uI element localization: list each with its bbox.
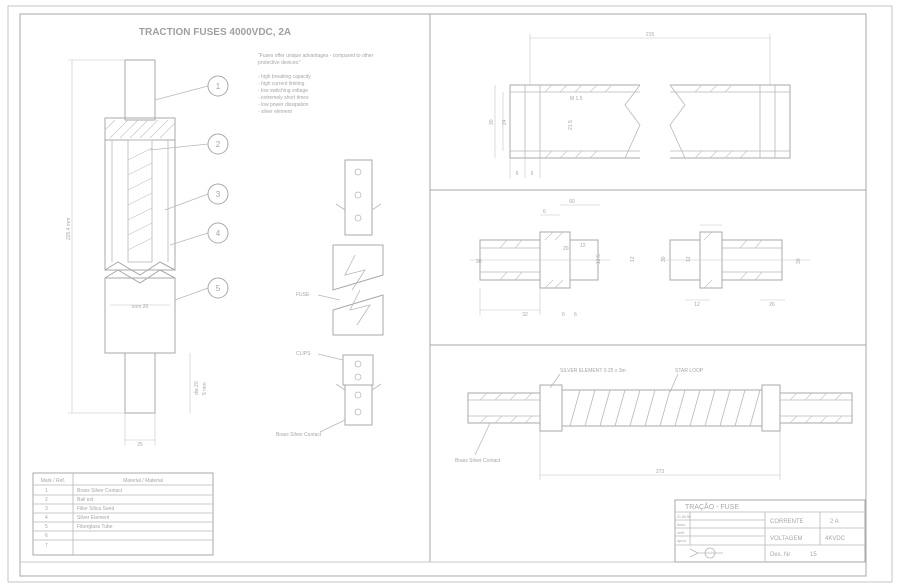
advantage-6: - silver element <box>258 109 293 115</box>
rod-dia-label: 25 <box>137 442 143 448</box>
table-row-4-mark: 4 <box>45 515 48 521</box>
height-label: 225.4 mm <box>66 218 72 240</box>
table-row-1-mark: 1 <box>45 488 48 494</box>
drawing-title: TRACTION FUSES 4000VDC, 2A <box>139 27 291 38</box>
table-row-3-mark: 3 <box>45 506 48 512</box>
contact-dim-c: 20 <box>563 246 569 252</box>
title-block-name: TRAÇÃO - FUSE <box>685 502 739 511</box>
exploded-view: FUSE CLIPS Brass Silver Contact <box>276 159 384 438</box>
callout-2: 2 <box>149 133 229 155</box>
table-header-material: Material / Material <box>123 478 163 484</box>
advantage-3: - low switching voltage <box>258 88 308 94</box>
svg-text:3: 3 <box>216 190 221 199</box>
contact-dim-l: 12 <box>686 256 692 262</box>
cap-dim-2: 5 mm <box>202 383 208 396</box>
table-row-3-material: Filler Silica Sand <box>77 506 114 512</box>
material-table: Mark / Ref. Material / Material 1 Brass … <box>32 472 214 556</box>
contact-dim-m: 30 <box>796 258 802 264</box>
contact-dim-d: 12 <box>580 243 586 249</box>
outer-border <box>7 5 893 583</box>
table-row-5-mark: 5 <box>45 524 48 530</box>
tb-field-3-value: 15 <box>810 552 817 558</box>
tube-wall: 21.5 <box>568 120 574 130</box>
tb-field-2-value: 4KVDC <box>825 536 846 542</box>
fuse-section-view: nom 20 25 225.4 mm dia 20 5 mm 1 2 <box>66 59 229 448</box>
contact-dim-k: 30 <box>661 256 667 262</box>
tb-field-2-label: VOLTAGEM <box>770 536 802 542</box>
contact-detail-view: 60 6 20 12 30 12.5 32 6 6 12 30 12 30 12… <box>470 199 810 318</box>
clips-label: CLIPS <box>296 351 311 357</box>
table-row-2-material: Bail ext <box>77 497 94 503</box>
table-row-5-material: Fiberglass Tube <box>77 524 113 530</box>
tube-thread: M 1.5 <box>570 96 583 102</box>
advantages-text: "Fuses offer unique advantages - compare… <box>258 53 374 115</box>
contact-label: Brass Silver Contact <box>276 432 322 438</box>
table-row-6-mark: 6 <box>45 533 48 539</box>
table-row-2-mark: 2 <box>45 497 48 503</box>
contact-dim-o: 26 <box>769 302 775 308</box>
assembly-length: 273 <box>656 469 665 475</box>
title-block: TRAÇÃO - FUSE 01.06.96 Autor Verif. Apro… <box>674 499 866 563</box>
intro-line-1: "Fuses offer unique advantages - compare… <box>258 53 374 59</box>
advantage-5: - low power dissipation <box>258 102 309 108</box>
callout-5: 5 <box>174 277 229 301</box>
svg-text:2: 2 <box>216 140 221 149</box>
callout-1: 1 <box>154 75 229 101</box>
intro-line-2: protective devices:" <box>258 60 301 66</box>
contact-dim-e: 30 <box>476 259 482 265</box>
tube-end-1: 6 <box>516 171 519 177</box>
tube-length: 215 <box>646 32 655 38</box>
assembly-contact-label: Brass Silver Contact <box>455 458 501 464</box>
callout-4: 4 <box>169 222 229 246</box>
contact-dim-j: 12 <box>630 256 636 262</box>
svg-text:4: 4 <box>216 229 221 238</box>
tb-left-2: Autor <box>677 523 686 527</box>
tube-od: 30 <box>489 119 495 125</box>
element-label: SILVER ELEMENT 0.25 x 3m <box>560 368 626 374</box>
table-header-mark: Mark / Ref. <box>41 478 65 484</box>
table-row-7-mark: 7 <box>45 543 48 549</box>
table-row-4-material: Silver Element <box>77 515 110 521</box>
assembly-view: SILVER ELEMENT 0.25 x 3m STAR LOOP Brass… <box>455 368 853 480</box>
table-row-1-material: Brass Silver Contact <box>77 488 123 494</box>
contact-dim-n: 12 <box>694 302 700 308</box>
tube-end-2: 6 <box>531 171 534 177</box>
tb-left-3: Verif. <box>677 531 685 535</box>
tb-left-1: 01.06.96 <box>677 515 691 519</box>
contact-dim-h: 6 <box>562 312 565 318</box>
sand-label: STAR LOOP <box>675 368 704 374</box>
contact-dim-i: 6 <box>574 312 577 318</box>
tb-field-3-label: Des. Nr <box>770 552 790 558</box>
inner-border <box>19 13 867 577</box>
advantage-1: - high breaking capacity <box>258 74 311 80</box>
contact-dim-a: 60 <box>569 199 575 205</box>
fuse-label: FUSE <box>296 292 310 298</box>
contact-dim-b: 6 <box>543 209 546 215</box>
tb-field-1-label: CORRENTE <box>770 519 804 525</box>
advantage-4: - extremely short times <box>258 95 309 101</box>
callout-3: 3 <box>164 183 229 211</box>
contact-dim-f: 12.5 <box>596 254 602 264</box>
tb-field-1-value: 2 A <box>830 519 839 525</box>
body-dia-label: nom 20 <box>132 304 149 310</box>
svg-text:1: 1 <box>216 82 221 91</box>
tb-left-4: Aprov. <box>677 539 687 543</box>
tube-view: 215 30 24 21.5 M 1.5 6 6 <box>489 32 791 178</box>
tube-id: 24 <box>502 119 508 125</box>
svg-text:5: 5 <box>216 284 221 293</box>
contact-dim-g: 32 <box>522 312 528 318</box>
cap-dim-1: dia 20 <box>194 381 200 395</box>
advantage-2: - high current limiting <box>258 81 305 87</box>
